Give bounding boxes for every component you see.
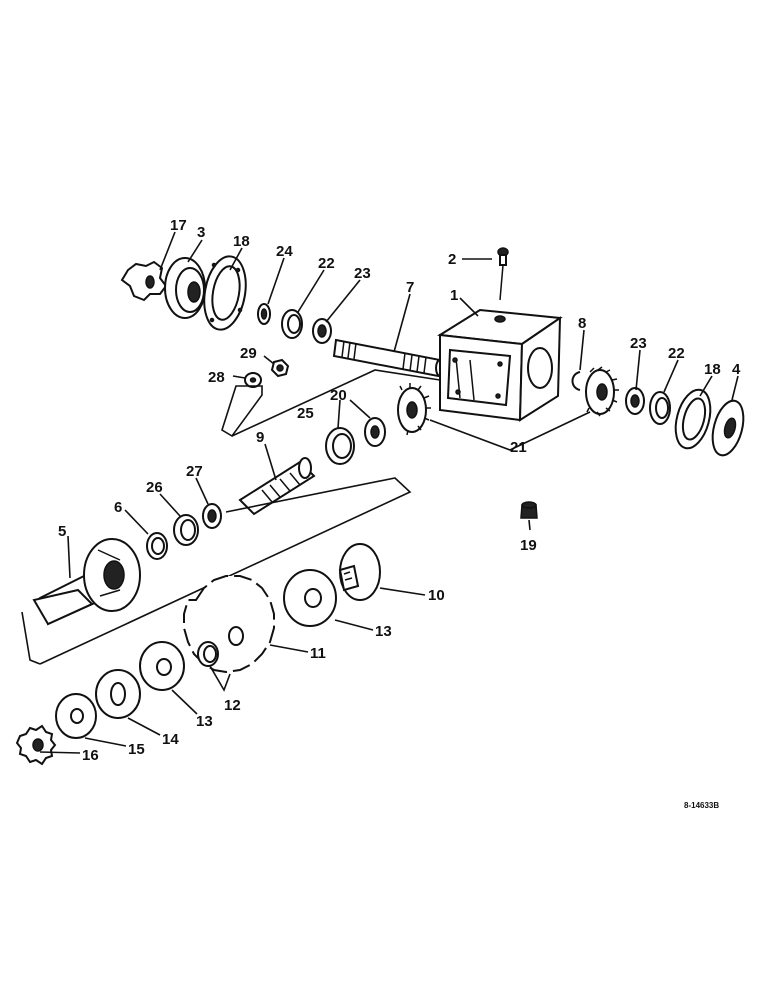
part-16-castle-nut bbox=[15, 724, 57, 766]
callout-25: 25 bbox=[297, 405, 314, 422]
part-26-bearing-cup bbox=[173, 514, 199, 546]
part-8-snap-ring bbox=[571, 371, 581, 391]
callout-18-left: 18 bbox=[233, 233, 250, 250]
part-2-vent-fitting bbox=[497, 247, 509, 301]
callout-24: 24 bbox=[276, 243, 293, 260]
part-23-bearing-cone-left bbox=[312, 318, 332, 344]
part-19-plug bbox=[520, 501, 538, 519]
callout-26: 26 bbox=[146, 479, 163, 496]
callout-23-left: 23 bbox=[354, 265, 371, 282]
part-18-gasket-right bbox=[674, 388, 712, 450]
callout-15: 15 bbox=[128, 741, 145, 758]
reference-code: 8-14633B bbox=[684, 801, 719, 810]
part-22-bearing-cup-right bbox=[649, 391, 671, 425]
callout-28: 28 bbox=[208, 369, 225, 386]
callout-21: 21 bbox=[510, 439, 527, 456]
part-1-gearbox-housing bbox=[437, 308, 563, 422]
callout-11: 11 bbox=[310, 645, 326, 662]
callout-22-right: 22 bbox=[668, 345, 685, 362]
part-28-washer bbox=[244, 372, 262, 388]
callout-2: 2 bbox=[448, 251, 456, 268]
part-10-spline-hub bbox=[338, 543, 381, 601]
callout-10: 10 bbox=[428, 587, 445, 604]
callout-18-right: 18 bbox=[704, 361, 721, 378]
part-21-gear-left bbox=[397, 383, 431, 436]
callout-19: 19 bbox=[520, 537, 537, 554]
assembly-bracket-upper bbox=[221, 385, 263, 438]
callout-5: 5 bbox=[58, 523, 66, 540]
part-6-seal bbox=[146, 532, 168, 560]
part-3-cover-flange bbox=[164, 257, 206, 319]
callout-16: 16 bbox=[82, 747, 99, 764]
part-14-plate bbox=[95, 669, 141, 719]
part-21-gear-right bbox=[585, 366, 619, 417]
callout-12: 12 bbox=[224, 697, 241, 714]
callout-27: 27 bbox=[186, 463, 203, 480]
part-7-splined-shaft bbox=[332, 338, 445, 378]
callout-14: 14 bbox=[162, 731, 179, 748]
callout-29: 29 bbox=[240, 345, 257, 362]
callout-13-upper: 13 bbox=[375, 623, 392, 640]
part-12-bushing bbox=[197, 641, 219, 667]
part-20-bearing bbox=[364, 417, 386, 447]
part-25-bearing-cup bbox=[325, 427, 355, 465]
leader-lines bbox=[39, 231, 739, 754]
part-23-bearing-cone-right bbox=[625, 387, 645, 415]
callout-9: 9 bbox=[256, 429, 264, 446]
part-17-hub bbox=[120, 260, 168, 302]
callout-7: 7 bbox=[406, 279, 414, 296]
part-29-nut bbox=[270, 358, 290, 378]
callout-13-lower: 13 bbox=[196, 713, 213, 730]
callout-20: 20 bbox=[330, 387, 347, 404]
part-9-pinion-shaft bbox=[238, 457, 316, 516]
callout-8: 8 bbox=[578, 315, 586, 332]
callout-6: 6 bbox=[114, 499, 122, 516]
callout-23-right: 23 bbox=[630, 335, 647, 352]
callout-1: 1 bbox=[450, 287, 458, 304]
part-13-washer-lower bbox=[139, 641, 185, 691]
callout-17: 17 bbox=[170, 217, 187, 234]
assembly-group-line-upper bbox=[231, 369, 441, 437]
part-15-washer bbox=[55, 693, 97, 739]
part-18-gasket-left bbox=[203, 255, 247, 331]
callouts: 17 3 18 24 22 23 7 2 1 8 23 22 18 4 29 2… bbox=[58, 217, 741, 810]
part-22-bearing-cup-left bbox=[281, 309, 303, 339]
part-24-spacer bbox=[257, 303, 271, 325]
callout-4: 4 bbox=[732, 361, 741, 378]
part-5-housing-tube bbox=[32, 538, 141, 626]
part-13-washer-upper bbox=[283, 569, 337, 627]
callout-22-left: 22 bbox=[318, 255, 335, 272]
callout-3: 3 bbox=[197, 224, 205, 241]
part-27-bearing-cone bbox=[202, 503, 222, 529]
part-4-end-cap bbox=[711, 399, 745, 457]
